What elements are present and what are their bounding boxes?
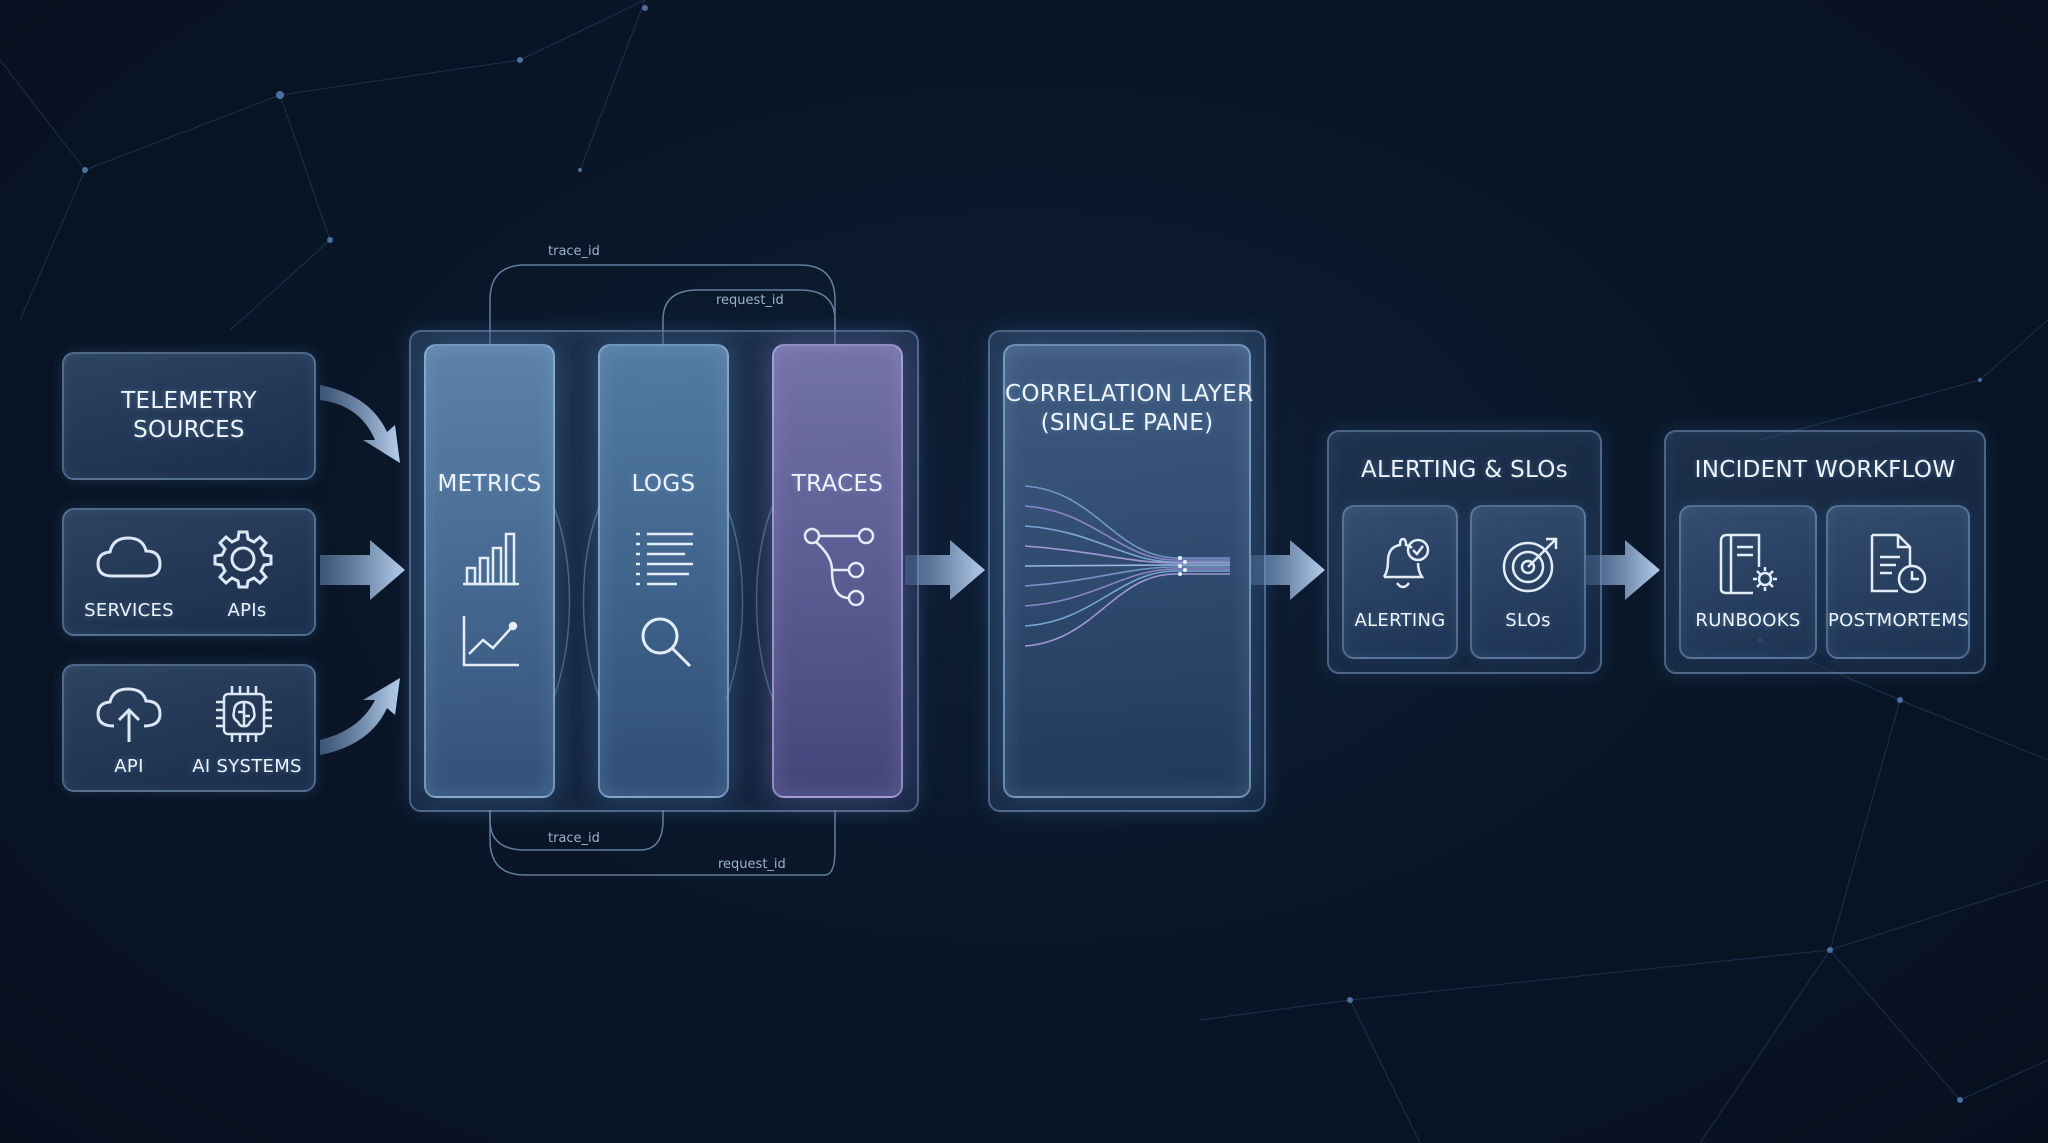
slos-label: SLOs <box>1505 610 1551 631</box>
link-label-trace-id-top: trace_id <box>548 244 600 259</box>
traces-label: TRACES <box>791 471 884 497</box>
services-label: SERVICES <box>84 600 174 621</box>
runbooks-label: RUNBOOKS <box>1695 610 1801 631</box>
api-ai-systems-card: API AI SYSTEMS <box>62 664 316 792</box>
link-label-request-id-top: request_id <box>716 293 784 308</box>
telemetry-sources-card: TELEMETRY SOURCES <box>62 352 316 480</box>
line-chart-icon <box>461 614 521 668</box>
cloud-upload-icon <box>94 684 164 744</box>
alerting-slos-title: ALERTING & SLOs <box>1361 457 1568 483</box>
telemetry-sources-line2: SOURCES <box>133 417 245 443</box>
source-arrows <box>320 385 405 755</box>
correlation-line2: (SINGLE PANE) <box>1040 410 1214 436</box>
bar-chart-icon <box>461 530 521 586</box>
alerting-tile: ALERTING <box>1342 505 1458 659</box>
ai-systems-label: AI SYSTEMS <box>192 756 302 777</box>
apis-label: APIs <box>227 600 267 621</box>
correlation-card: CORRELATION LAYER (SINGLE PANE) <box>1003 344 1253 798</box>
postmortems-tile: POSTMORTEMS <box>1826 505 1970 659</box>
logs-label: LOGS <box>631 471 696 497</box>
converging-fibers <box>1025 485 1230 647</box>
gear-icon <box>212 528 274 590</box>
services-apis-card: SERVICES APIs <box>62 508 316 636</box>
link-label-trace-id-bottom: trace_id <box>548 831 600 846</box>
slos-tile: SLOs <box>1470 505 1586 659</box>
metrics-column: METRICS <box>424 344 555 798</box>
runbooks-tile: RUNBOOKS <box>1679 505 1817 659</box>
postmortems-label: POSTMORTEMS <box>1828 610 1969 631</box>
search-icon <box>638 614 694 670</box>
stage-arrows <box>905 540 1660 600</box>
correlation-title: CORRELATION LAYER (SINGLE PANE) <box>1005 380 1253 438</box>
target-arrow-icon <box>1500 533 1562 595</box>
link-label-request-id-bottom: request_id <box>718 857 786 872</box>
postmortem-icon <box>1868 531 1930 595</box>
cloud-icon <box>94 532 164 584</box>
logs-column: LOGS <box>598 344 729 798</box>
metrics-label: METRICS <box>437 471 542 497</box>
bell-check-icon <box>1372 533 1434 595</box>
runbook-icon <box>1719 531 1781 595</box>
telemetry-sources-line1: TELEMETRY <box>121 388 257 414</box>
ai-chip-icon <box>212 682 276 746</box>
correlation-line1: CORRELATION LAYER <box>1005 381 1254 407</box>
alerting-label: ALERTING <box>1354 610 1446 631</box>
trace-tree-icon <box>802 526 876 606</box>
incident-workflow-title: INCIDENT WORKFLOW <box>1694 457 1956 483</box>
list-icon <box>633 530 695 588</box>
api-label: API <box>114 756 144 777</box>
traces-column: TRACES <box>772 344 903 798</box>
